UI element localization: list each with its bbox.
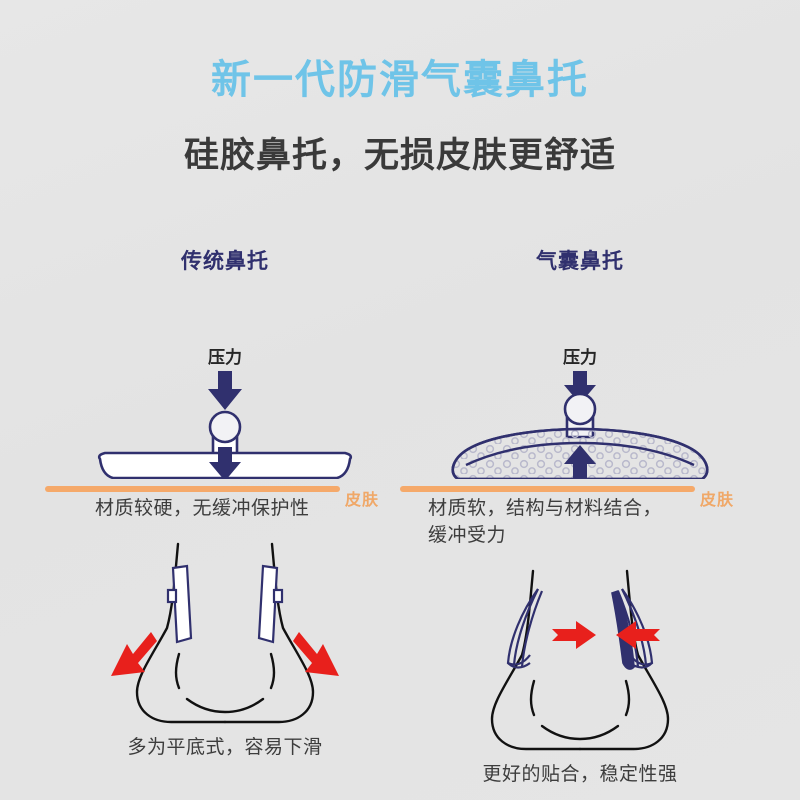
diagram-traditional-pad: 压力 (45, 279, 405, 509)
column-traditional: 传统鼻托 压力 (45, 245, 405, 790)
nose-flat-pads-svg (111, 542, 339, 724)
column-heading-air-cushion: 气囊鼻托 (536, 249, 624, 273)
skin-line-right (400, 486, 695, 492)
force-arrow-down-inside (209, 447, 241, 479)
pressure-label-right: 压力 (563, 348, 597, 368)
page-subtitle: 硅胶鼻托，无损皮肤更舒适 (183, 136, 616, 176)
bottom-caption-traditional: 多为平底式，容易下滑 (127, 735, 323, 758)
nose-illustration-traditional (45, 536, 405, 726)
diagram-air-cushion-pad: 压力 (400, 279, 760, 509)
pad-body-flat (97, 410, 353, 479)
slip-arrow-right (293, 631, 339, 676)
nose-outline-left (135, 542, 315, 724)
air-cushion-inner-membrane (465, 441, 695, 467)
traditional-pad-illustration (97, 371, 353, 479)
nose-outline-right (490, 569, 670, 751)
caption-air-cushion-line-2: 缓冲受力 (428, 523, 507, 546)
caption-traditional-line-1: 材质较硬，无缓冲保护性 (95, 497, 310, 519)
flat-pad-left (166, 564, 193, 644)
flat-pad-right (257, 564, 284, 644)
column-air-cushion: 气囊鼻托 压力 (400, 245, 760, 790)
skin-line-left (45, 486, 340, 492)
grip-arrow-left-inward (552, 620, 596, 649)
slip-arrow-left (111, 631, 157, 676)
skin-label-left: 皮肤 (345, 490, 380, 509)
caption-air-cushion-line-1: 材质软，结构与材料结合， (428, 497, 663, 519)
bottom-caption-air-cushion: 更好的贴合，稳定性强 (482, 762, 678, 785)
nose-contour-pads-svg (490, 569, 670, 751)
skin-label-right: 皮肤 (700, 490, 735, 509)
caption-traditional: 材质较硬，无缓冲保护性 (45, 495, 405, 522)
grip-arrow-right-inward (616, 620, 660, 649)
pressure-label-left: 压力 (208, 348, 242, 368)
caption-air-cushion: 材质软，结构与材料结合， 缓冲受力 (400, 495, 760, 549)
page-title: 新一代防滑气囊鼻托 (211, 57, 589, 103)
pressure-arrow-down-top (208, 371, 242, 410)
air-cushion-pad-illustration (451, 371, 709, 479)
column-heading-traditional: 传统鼻托 (181, 249, 269, 273)
nose-illustration-air-cushion (400, 563, 760, 753)
force-arrow-up-inside (564, 445, 596, 479)
contour-pad-left (506, 588, 544, 669)
